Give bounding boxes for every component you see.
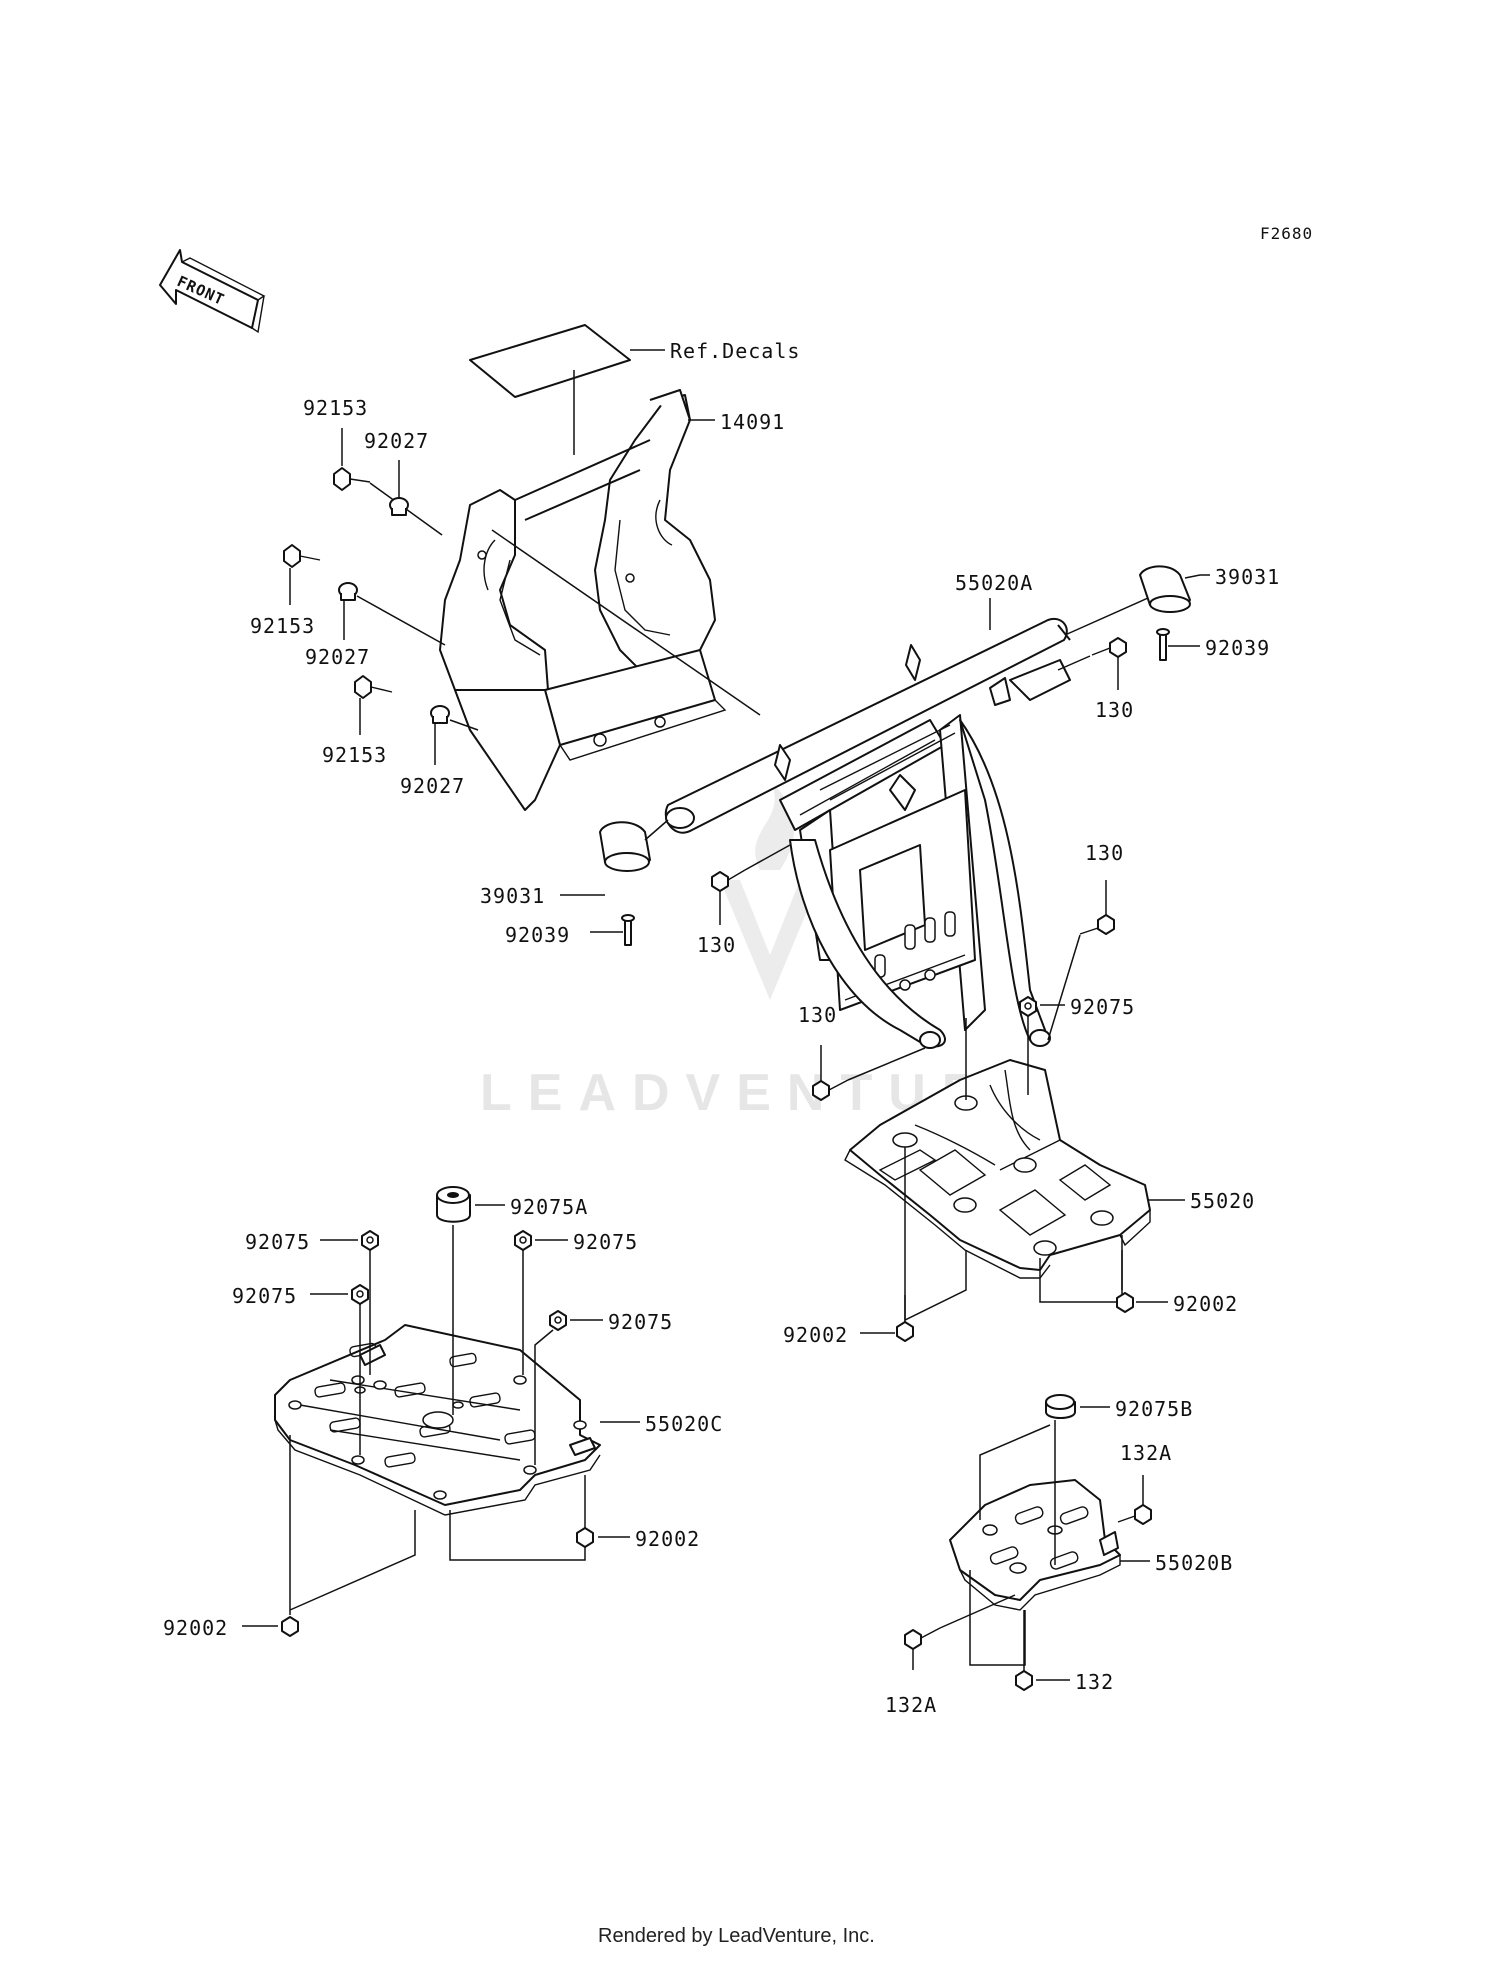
label-92027-b: 92027 [305, 645, 370, 669]
label-92153-a: 92153 [303, 396, 368, 420]
label-92153-b: 92153 [250, 614, 315, 638]
label-ref-decals: Ref.Decals [670, 339, 800, 363]
label-92075-right: 92075 [1070, 995, 1135, 1019]
label-92002-left-2: 92002 [635, 1527, 700, 1551]
label-130-b: 130 [697, 933, 736, 957]
part-55020A-bumper-frame [664, 617, 1071, 1049]
label-92075A: 92075A [510, 1195, 588, 1219]
cap-39031-right [1139, 565, 1191, 613]
label-132A-a: 132A [1120, 1441, 1172, 1465]
pin-92039-left [621, 914, 635, 946]
bolt-132A-a [1117, 1504, 1152, 1525]
bolt-130-c [1079, 914, 1115, 935]
bolt-92153-c [354, 675, 393, 699]
label-39031-right: 39031 [1215, 565, 1280, 589]
label-92075B: 92075B [1115, 1397, 1193, 1421]
part-55020C-skid-plate [274, 1324, 601, 1516]
bolt-130-a [1091, 637, 1127, 658]
label-130-c: 130 [1085, 841, 1124, 865]
figure-code: F2680 [1260, 224, 1313, 243]
cap-39031-left [599, 821, 651, 872]
label-55020B: 55020B [1155, 1551, 1233, 1575]
label-92075-left-2: 92075 [573, 1230, 638, 1254]
label-55020: 55020 [1190, 1189, 1255, 1213]
label-92002-left-1: 92002 [163, 1616, 228, 1640]
label-92039-left: 92039 [505, 923, 570, 947]
label-130-d: 130 [798, 1003, 837, 1027]
bolt-92002-left-2 [576, 1527, 594, 1548]
label-92002-right-2: 92002 [1173, 1292, 1238, 1316]
label-92039-right: 92039 [1205, 636, 1270, 660]
label-132A-b: 132A [885, 1693, 937, 1717]
label-130-a: 130 [1095, 698, 1134, 722]
pin-92039-right [1156, 628, 1170, 661]
collar-92075A [436, 1186, 471, 1223]
nut-92075-left-1 [361, 1230, 379, 1251]
label-39031-left: 39031 [480, 884, 545, 908]
label-14091: 14091 [720, 410, 785, 434]
bolt-92153-a [333, 467, 371, 491]
nut-92075-right [1019, 996, 1037, 1017]
label-55020C: 55020C [645, 1412, 723, 1436]
nut-92075-left-4 [549, 1310, 567, 1331]
label-92075-left-3: 92075 [232, 1284, 297, 1308]
bolt-92002-right-1 [896, 1321, 914, 1342]
label-92153-c: 92153 [322, 743, 387, 767]
collar-92027-b [338, 582, 358, 601]
front-arrow-icon: FRONT [159, 249, 266, 334]
part-55020-skid-plate [844, 1059, 1151, 1279]
footer-credit: Rendered by LeadVenture, Inc. [598, 1925, 875, 1947]
nut-92075-left-2 [514, 1230, 532, 1251]
bolt-132A-b [904, 1627, 941, 1650]
collar-92027-c [430, 705, 450, 724]
part-55020B-skid-plate [949, 1479, 1121, 1611]
part-14091-front-guard [439, 389, 727, 811]
bolt-92002-right-2 [1116, 1292, 1134, 1313]
label-55020A: 55020A [955, 571, 1033, 595]
bolt-92002-left-1 [281, 1616, 299, 1637]
cap-92075B [1045, 1394, 1076, 1419]
label-92075-left-4: 92075 [608, 1310, 673, 1334]
bolt-130-b [711, 869, 746, 892]
label-92075-left-1: 92075 [245, 1230, 310, 1254]
label-92002-right-1: 92002 [783, 1323, 848, 1347]
bolt-132 [1015, 1670, 1033, 1691]
collar-92027-a [389, 497, 409, 516]
label-92027-c: 92027 [400, 774, 465, 798]
nut-92075-left-3 [351, 1284, 369, 1305]
label-92027-a: 92027 [364, 429, 429, 453]
decal-sheet [469, 324, 631, 398]
bolt-92153-b [283, 544, 321, 568]
label-132: 132 [1075, 1670, 1114, 1694]
